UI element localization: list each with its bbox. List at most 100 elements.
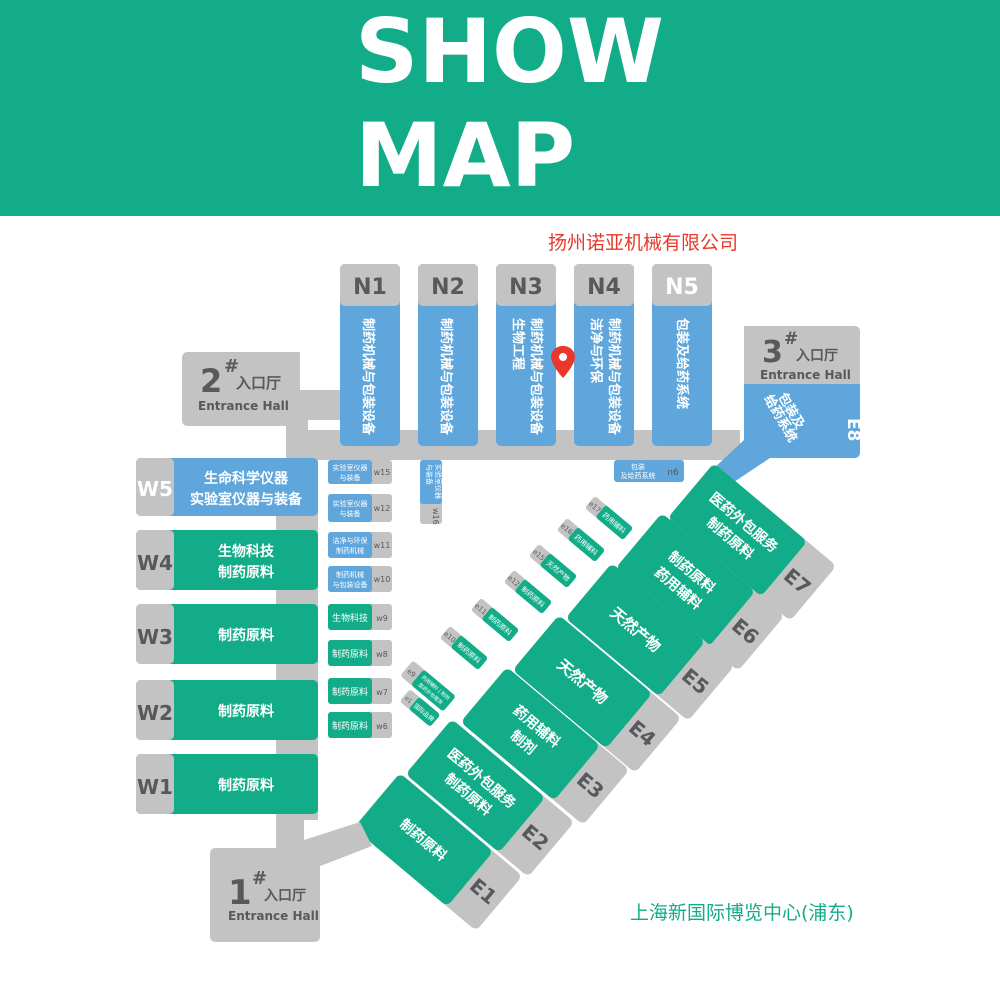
hall-w11-line2: 制药机械 (336, 546, 364, 555)
hall-e1[interactable]: 制药原料 E1 (354, 773, 523, 931)
hall-w11[interactable]: 洁净与环保 制药机械 w11 (328, 532, 392, 558)
hall-n3-desc: 制药机械与包装设备 (528, 318, 544, 436)
hall-w6-code: w6 (376, 722, 388, 731)
hall-w12-code: w12 (374, 504, 391, 513)
hall-w12-line2: 与装备 (340, 509, 361, 518)
hall-w5[interactable]: W5 生命科学仪器 实验室仪器与装备 (136, 458, 318, 516)
hall-e1-sub-code: e1 (403, 695, 413, 705)
hall-w3[interactable]: W3 制药原料 (136, 604, 318, 664)
hall-w3-code: W3 (137, 625, 173, 649)
hall-w8-code: w8 (376, 650, 388, 659)
hall-w11-line1: 洁净与环保 (333, 536, 368, 545)
entrance-3-num: 3 (762, 335, 783, 370)
hall-e16[interactable]: 药用辅料 e16 (557, 518, 606, 562)
hall-n1-code: N1 (353, 275, 387, 300)
hall-w10[interactable]: 制药机械 与包装设备 w10 (328, 566, 392, 592)
hall-n6-line2: 及给药系统 (621, 471, 656, 480)
hall-w12[interactable]: 实验室仪器 与装备 w12 (328, 494, 392, 522)
hall-e2[interactable]: 医药外包服务 制药原料 E2 (406, 719, 575, 877)
hall-n4[interactable]: N4 制药机械与包装设备 洁净与环保 (574, 264, 634, 446)
hall-e17[interactable]: 药用辅料 e17 (585, 496, 634, 540)
header-banner: SHOW MAP (0, 0, 1000, 216)
entrance-3-en: Entrance Hall (760, 368, 851, 382)
hall-n2[interactable]: N2 制药机械与包装设备 (418, 264, 478, 446)
hall-n5-code: N5 (665, 275, 699, 300)
entrance-3-cn: 入口厅 (796, 348, 838, 364)
hall-w4-code: W4 (137, 551, 173, 575)
hall-w8-line1: 制药原料 (332, 648, 368, 660)
hall-w11-code: w11 (374, 541, 391, 550)
hall-e4[interactable]: 天然产物 E4 (513, 615, 682, 773)
hall-w1[interactable]: W1 制药原料 (136, 754, 318, 814)
hall-w15[interactable]: 实验室仪器 与装备 w15 (328, 460, 392, 484)
hall-w5-desc2: 实验室仪器与装备 (190, 491, 303, 508)
hall-n1-desc: 制药机械与包装设备 (360, 318, 376, 436)
hall-w6-line1: 制药原料 (332, 720, 368, 732)
hall-e11[interactable]: 制药原料 e11 (471, 598, 520, 642)
entrance-3[interactable]: 3 # 入口厅 Entrance Hall (744, 326, 860, 384)
hall-w15-line2: 与装备 (340, 473, 361, 482)
hall-w7[interactable]: 制药原料 w7 (328, 678, 392, 704)
hall-w10-line2: 与包装设备 (333, 580, 368, 589)
title-show: SHOW (355, 0, 664, 103)
hall-e15[interactable]: 天然产物 e15 (529, 544, 578, 588)
hall-w5-code: W5 (137, 477, 173, 501)
entrance-1-en: Entrance Hall (228, 909, 319, 923)
hall-n6[interactable]: 包装 及给药系统 n6 (614, 460, 684, 482)
hall-w2[interactable]: W2 制药原料 (136, 680, 318, 740)
hall-n3-desc2: 生物工程 (510, 318, 526, 370)
hall-w7-code: w7 (376, 688, 388, 697)
location-pin-icon[interactable] (551, 346, 575, 378)
hall-w15-code: w15 (374, 468, 391, 477)
entrance-1[interactable]: 1 # 入口厅 Entrance Hall (210, 848, 320, 942)
hall-w16-line1: 实验室仪器 (434, 464, 443, 499)
hall-w15-line1: 实验室仪器 (333, 463, 368, 472)
hall-e10[interactable]: 制药原料 e10 (440, 626, 489, 670)
hall-w12-line1: 实验室仪器 (333, 499, 368, 508)
company-name: 扬州诺亚机械有限公司 (548, 232, 739, 254)
hall-w16[interactable]: 实验室仪器 与装备 w16 (420, 460, 443, 525)
hall-e5[interactable]: 天然产物 E5 (566, 563, 735, 721)
hall-e8[interactable]: E8 包装及 给药系统 (712, 384, 863, 488)
hall-w2-code: W2 (137, 701, 173, 725)
entrance-2-num: 2 (200, 362, 222, 400)
hall-e7[interactable]: 医药外包服务 制药原料 E7 (668, 463, 837, 621)
entrance-1-cn: 入口厅 (264, 888, 306, 904)
hall-n4-desc: 制药机械与包装设备 (606, 318, 622, 436)
hall-e3[interactable]: 药用辅料 制剂 E3 (461, 667, 630, 825)
hall-w2-desc: 制药原料 (218, 703, 274, 720)
entrance-2[interactable]: 2 # 入口厅 Entrance Hall (182, 352, 300, 426)
entrance2-link (296, 390, 344, 420)
hall-w1-desc: 制药原料 (218, 777, 274, 794)
entrance-1-mark: # (252, 868, 267, 889)
hall-e8-code: E8 (843, 418, 863, 441)
hall-n3-code: N3 (509, 275, 543, 300)
hall-n5[interactable]: N5 包装及给药系统 (652, 264, 712, 446)
hall-w9-code: w9 (376, 614, 388, 623)
hall-e6[interactable]: 制药原料 药用辅料 E6 (616, 513, 785, 671)
entrance-2-mark: # (224, 356, 239, 377)
hall-w16-line2: 与装备 (425, 464, 434, 485)
hall-w10-line1: 制药机械 (336, 570, 364, 579)
title-map: MAP (355, 104, 576, 207)
hall-n2-code: N2 (431, 275, 465, 300)
venue-name: 上海新国际博览中心(浦东) (630, 902, 854, 924)
entrance-2-cn: 入口厅 (236, 374, 281, 392)
hall-w4-desc2: 制药原料 (218, 564, 274, 581)
hall-n6-line1: 包装 (631, 462, 645, 471)
hall-n3[interactable]: N3 制药机械与包装设备 生物工程 (496, 264, 556, 446)
entrance-3-mark: # (784, 329, 798, 349)
hall-w16-code: w16 (431, 508, 440, 525)
hall-w8[interactable]: 制药原料 w8 (328, 640, 392, 666)
hall-n1[interactable]: N1 制药机械与包装设备 (340, 264, 400, 446)
hall-n2-desc: 制药机械与包装设备 (438, 318, 454, 436)
hall-w6[interactable]: 制药原料 w6 (328, 712, 392, 738)
hall-e12[interactable]: 制药原料 e12 (504, 570, 553, 614)
hall-w4[interactable]: W4 生物科技 制药原料 (136, 530, 318, 590)
entrance-1-num: 1 (228, 873, 252, 913)
hall-w3-desc: 制药原料 (218, 627, 274, 644)
hall-w5-desc: 生命科学仪器 (204, 470, 289, 487)
hall-w9[interactable]: 生物科技 w9 (328, 604, 392, 630)
hall-w4-desc: 生物科技 (218, 543, 275, 560)
